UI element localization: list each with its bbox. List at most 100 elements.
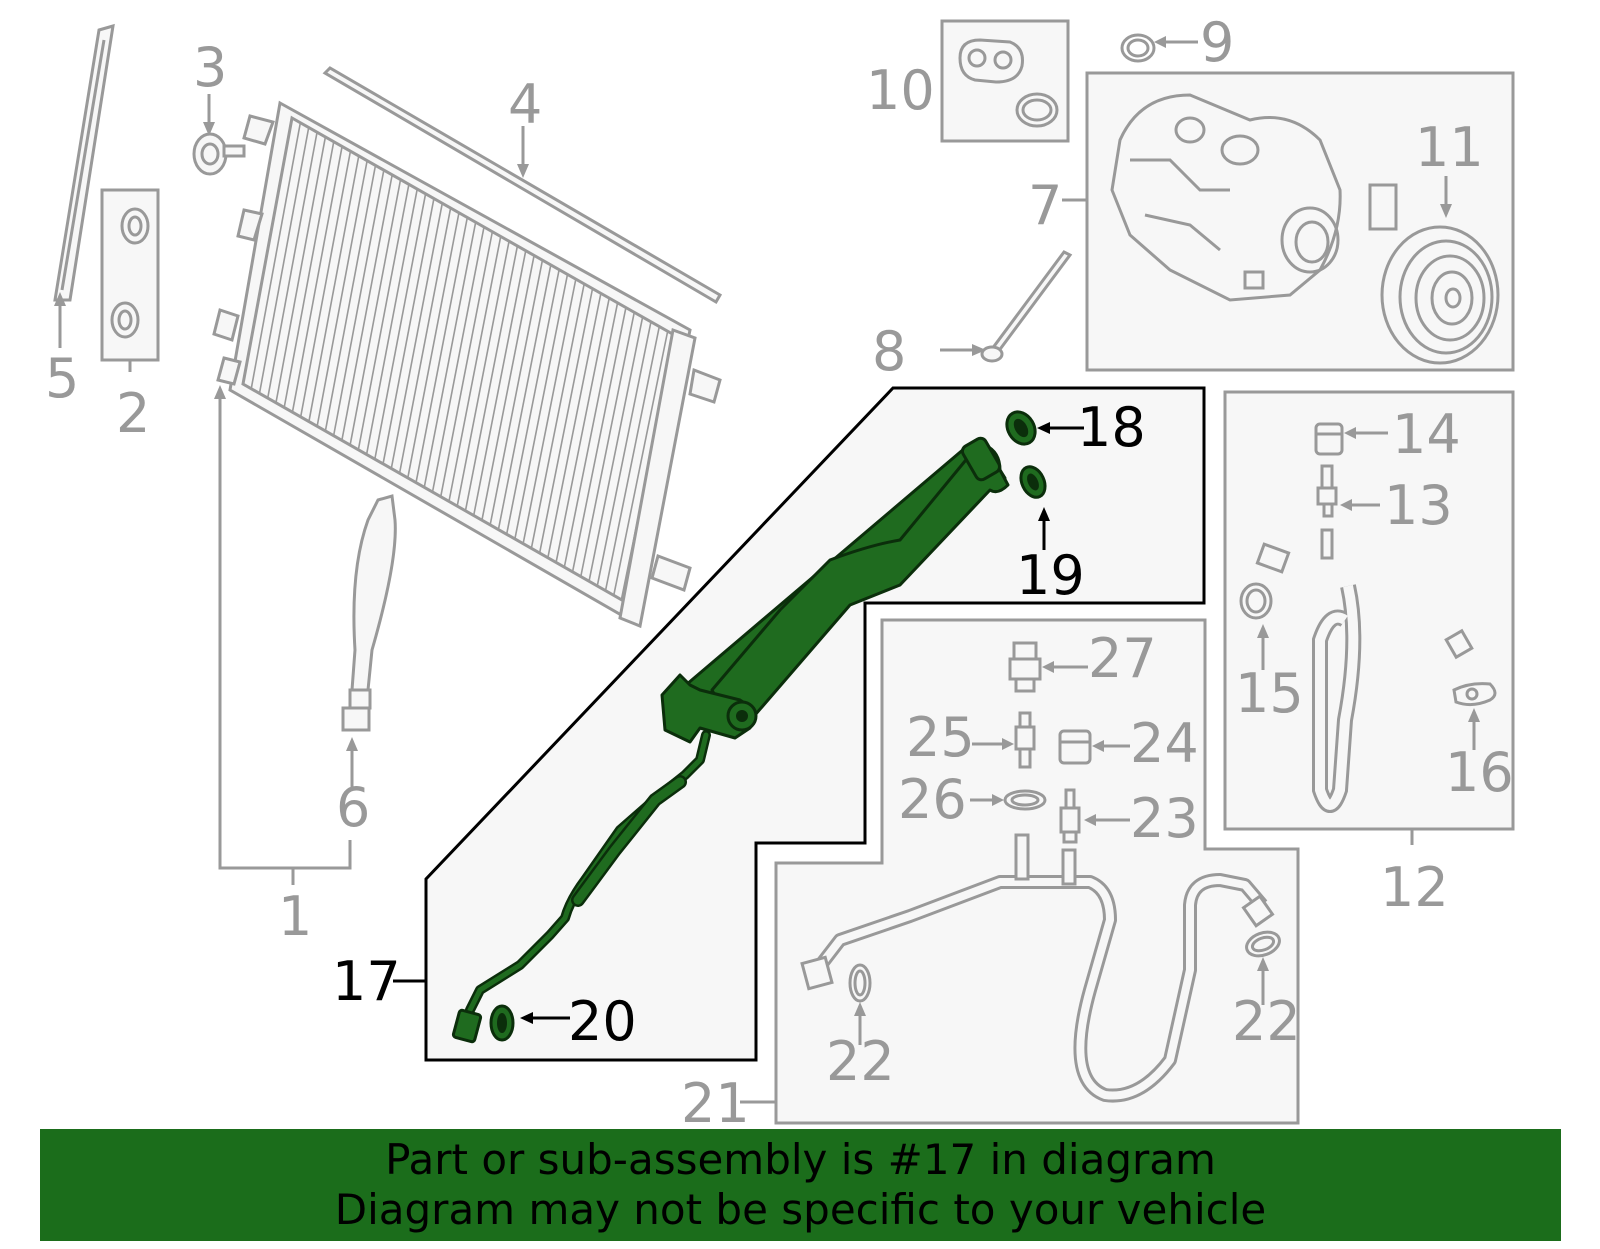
part-12-hose (1255, 528, 1474, 845)
part-18-oring (1005, 410, 1084, 446)
callout-25: 25 (906, 706, 975, 769)
notice-line-2: Diagram may not be specific to your vehi… (334, 1185, 1267, 1234)
part-1-condenser (212, 100, 722, 885)
callout-15: 15 (1235, 662, 1304, 725)
callout-3: 3 (193, 36, 227, 99)
condenser-fin (431, 226, 485, 493)
condenser-fin (538, 288, 594, 554)
part-20-oring (489, 1004, 570, 1042)
condenser-fin (332, 169, 385, 436)
condenser-fin (580, 312, 636, 577)
callout-26: 26 (898, 768, 967, 831)
condenser-fin (299, 151, 352, 418)
callout-7: 7 (1028, 174, 1062, 237)
box-12 (1223, 390, 1515, 831)
part-21-hose (740, 833, 1275, 1104)
callout-19: 19 (1016, 544, 1085, 607)
condenser-fin (522, 278, 577, 544)
callout-5: 5 (45, 347, 79, 410)
condenser-fin (291, 146, 343, 413)
condenser-fin (398, 207, 452, 474)
condenser-fin (547, 293, 602, 558)
condenser-fin (439, 231, 494, 497)
condenser-fin (266, 132, 318, 399)
part-17-ac-line-highlighted (393, 436, 1010, 1044)
condenser-fin (464, 245, 519, 511)
notice-line-1: Part or sub-assembly is #17 in diagram (385, 1135, 1216, 1184)
part-19-oring (1019, 465, 1050, 550)
callout-16: 16 (1445, 741, 1514, 804)
condenser-fin (415, 217, 469, 483)
condenser-fin (604, 326, 661, 591)
callout-8: 8 (872, 320, 906, 383)
part-13-valve (1316, 464, 1380, 518)
condenser-fin (275, 136, 327, 403)
callout-6: 6 (336, 776, 370, 839)
part-23-valve (1059, 788, 1130, 844)
condenser-fin (250, 122, 302, 389)
part-27-switch (1008, 641, 1088, 693)
notice-banner: Part or sub-assembly is #17 in diagram D… (40, 1129, 1561, 1241)
callout-23: 23 (1130, 787, 1199, 850)
callout-18: 18 (1077, 396, 1146, 459)
callout-24: 24 (1130, 712, 1199, 775)
condenser-fin (349, 179, 402, 446)
condenser-fin (357, 184, 410, 450)
part-15-oring (1239, 582, 1273, 670)
part-8-bolt (940, 250, 1073, 363)
condenser-fin (481, 255, 535, 521)
part-11-clutch (1368, 176, 1500, 365)
box-21 (774, 618, 1300, 1125)
condenser-fin (588, 316, 644, 582)
part-10-gasket (958, 38, 1059, 128)
callout-1: 1 (278, 885, 312, 948)
condenser-fin (456, 241, 510, 507)
condenser-fin (571, 307, 627, 572)
part-3-bolt (192, 94, 246, 176)
part-5-strip (53, 23, 115, 348)
callout-22b: 22 (1232, 990, 1301, 1053)
condenser-fin (497, 264, 552, 530)
condenser-fin (555, 297, 611, 563)
condenser-fin (505, 269, 560, 535)
callout-17: 17 (332, 950, 401, 1013)
condenser-fin (258, 127, 310, 394)
condenser-fin (514, 274, 569, 540)
callout-27: 27 (1088, 627, 1157, 690)
part-25-valve (972, 711, 1036, 769)
part-4-seal-strip (322, 66, 723, 305)
callout-2: 2 (116, 382, 150, 445)
callout-22a: 22 (826, 1030, 895, 1093)
part-16-gasket (1452, 682, 1497, 750)
part-14-cap (1314, 422, 1388, 456)
box-17 (424, 386, 1206, 1062)
condenser-fin (563, 302, 619, 568)
callout-13: 13 (1384, 474, 1453, 537)
condenser-fin (612, 331, 669, 596)
condenser-fin (472, 250, 527, 516)
part-22-orings (848, 930, 1281, 1045)
callout-11: 11 (1415, 116, 1484, 179)
condenser-fin (448, 236, 502, 502)
condenser-fin (530, 283, 585, 549)
condenser-fin (308, 155, 360, 422)
part-2-grommets (110, 207, 150, 372)
condenser-fin (489, 260, 544, 526)
callout-4: 4 (508, 73, 542, 136)
part-7-compressor (1062, 93, 1342, 302)
callout-10: 10 (866, 59, 935, 122)
condenser-fin (242, 117, 293, 385)
condenser-fin (316, 160, 368, 427)
box-2 (100, 188, 160, 362)
condenser-fin (406, 212, 460, 479)
callout-21: 21 (681, 1072, 750, 1135)
callout-14: 14 (1392, 403, 1461, 466)
callout-9: 9 (1200, 11, 1234, 74)
condenser-fin (382, 198, 435, 464)
part-9-oring (1120, 33, 1198, 63)
part-24-cap (1058, 729, 1130, 765)
condenser-fin (423, 222, 477, 488)
condenser-fin (324, 165, 377, 432)
condenser-fin (341, 174, 393, 441)
